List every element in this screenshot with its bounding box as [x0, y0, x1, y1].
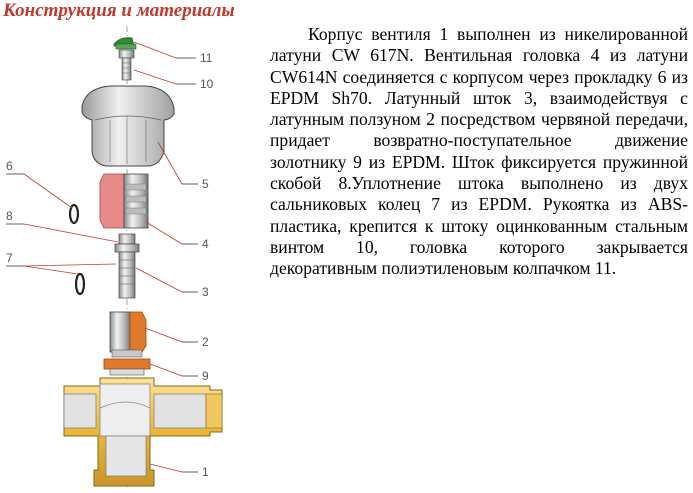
- part-gasket-6: [68, 203, 80, 225]
- callout-1: 1: [202, 465, 209, 479]
- part-cap-11: [113, 37, 137, 50]
- callout-3: 3: [202, 285, 209, 299]
- part-body-1: [63, 377, 223, 487]
- callout-10: 10: [200, 77, 214, 91]
- description-text: Корпус вентиля 1 выполнен из никелирован…: [270, 24, 688, 279]
- part-head-4: [99, 173, 149, 229]
- part-stem-3: [114, 233, 140, 299]
- callout-8: 8: [6, 209, 13, 223]
- part-screw-10: [118, 49, 135, 81]
- callout-6: 6: [6, 159, 13, 173]
- part-disc-9: [103, 358, 151, 376]
- callout-5: 5: [202, 177, 209, 191]
- callout-2: 2: [202, 335, 209, 349]
- callout-9: 9: [202, 369, 209, 383]
- leader-lines: [6, 41, 198, 473]
- part-slider-2: [109, 311, 147, 358]
- valve-exploded-diagram: 11 10 5 4 3 2 9 1 6 8 7: [6, 26, 223, 489]
- description-paragraph: Корпус вентиля 1 выполнен из никелирован…: [270, 24, 688, 280]
- part-oring-7: [74, 272, 86, 296]
- callout-11: 11: [200, 51, 213, 65]
- part-handle-5: [81, 85, 175, 167]
- section-heading: Конструкция и материалы: [3, 0, 235, 21]
- callout-4: 4: [202, 237, 209, 251]
- callout-7: 7: [6, 251, 13, 265]
